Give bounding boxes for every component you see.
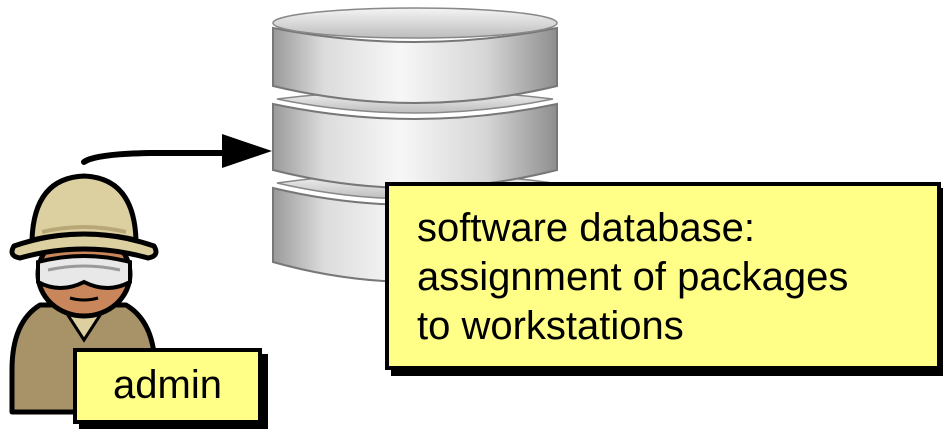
database-callout-line-2: assignment of packages bbox=[417, 255, 849, 299]
database-callout-line-3: to workstations bbox=[417, 304, 684, 348]
database-callout-line-1: software database: bbox=[417, 206, 755, 250]
database-disk-middle bbox=[272, 89, 558, 189]
database-disk-top bbox=[272, 7, 558, 104]
admin-user-icon bbox=[9, 173, 159, 415]
admin-label: admin bbox=[113, 363, 222, 407]
arrowhead bbox=[222, 134, 272, 168]
database-callout: software database: assignment of package… bbox=[385, 182, 941, 370]
admin-callout: admin bbox=[73, 348, 262, 424]
arrow-right-icon bbox=[81, 150, 228, 165]
